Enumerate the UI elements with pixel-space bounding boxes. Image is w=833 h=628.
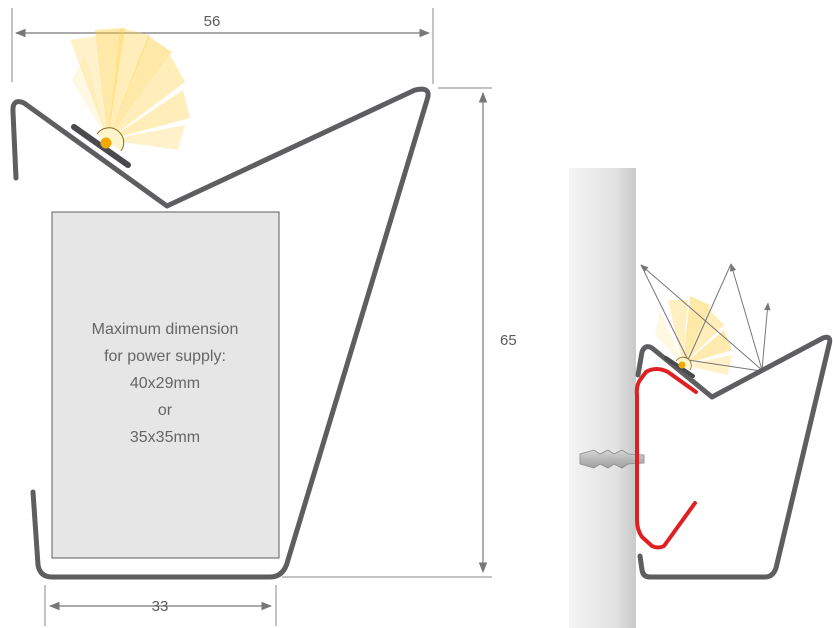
- profile-outline: [10, 86, 431, 580]
- power-supply-line-1: Maximum dimension: [92, 321, 239, 338]
- light-ray-arrow-icon: [640, 263, 771, 372]
- dimension-bottom-label: 33: [152, 598, 169, 615]
- wall: [569, 168, 636, 628]
- power-supply-line-3: 40x29mm: [130, 375, 200, 392]
- dimension-height: 65: [282, 87, 517, 578]
- led-light-glow-right: [655, 296, 732, 375]
- wall-anchor-icon: [579, 449, 645, 469]
- led-light-glow: [70, 28, 190, 150]
- power-supply-line-4: or: [158, 402, 173, 419]
- dimension-top-label: 56: [204, 13, 221, 30]
- power-supply-line-5: 35x35mm: [130, 429, 200, 446]
- power-supply-line-2: for power supply:: [104, 348, 226, 365]
- power-supply-area: Maximum dimension for power supply: 40x2…: [51, 211, 280, 559]
- dimension-bottom: 33: [44, 585, 277, 626]
- dimension-height-label: 65: [500, 332, 517, 349]
- led-light-icon: [71, 124, 131, 168]
- led-light-icon-right: [664, 356, 695, 378]
- profile-outline-right: [635, 334, 833, 580]
- mounting-clip: [634, 367, 698, 550]
- dimension-top: 56: [11, 8, 434, 84]
